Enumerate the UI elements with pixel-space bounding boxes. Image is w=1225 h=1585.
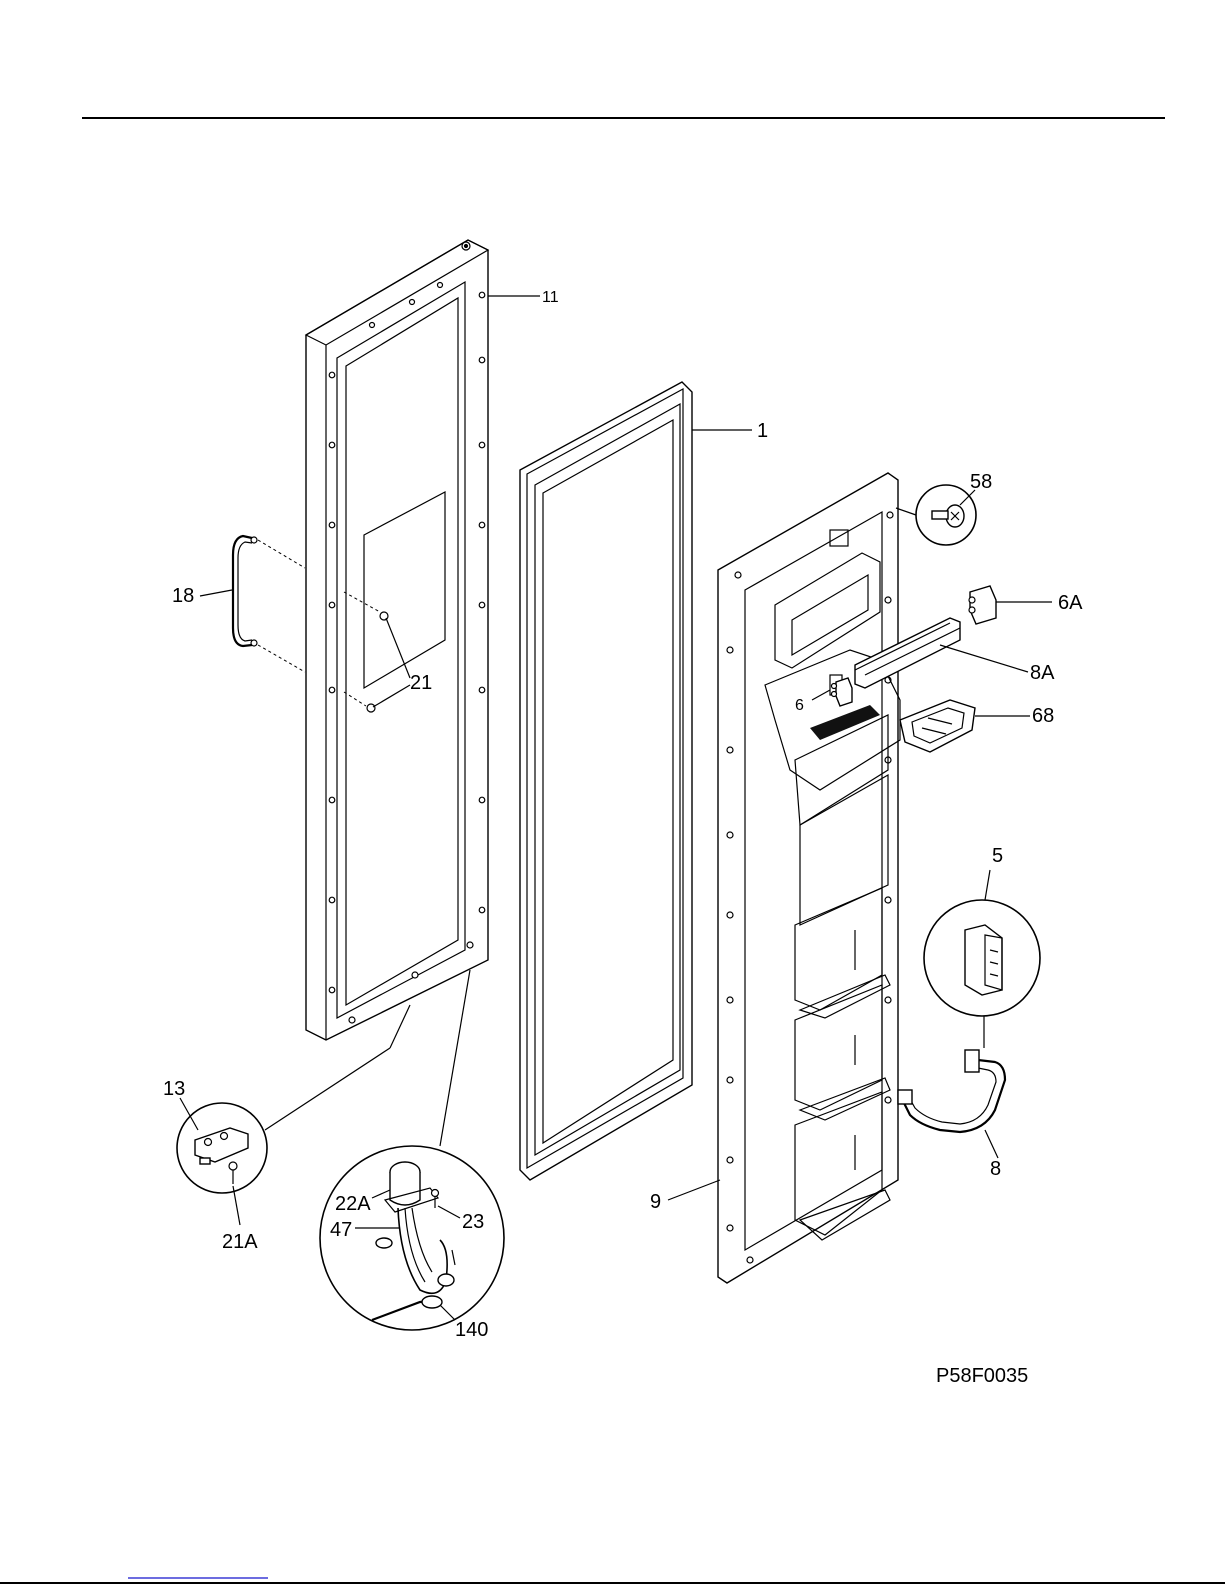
callout-23: 23 <box>462 1211 484 1233</box>
callout-9: 9 <box>650 1191 661 1213</box>
callout-13: 13 <box>163 1078 185 1100</box>
hinge-bracket-part-13 <box>177 1005 410 1193</box>
callout-68: 68 <box>1032 705 1054 727</box>
callout-18: 18 <box>172 585 194 607</box>
callout-6A: 6A <box>1058 592 1083 614</box>
callout-8A: 8A <box>1030 662 1055 684</box>
door-liner-part-9 <box>718 473 900 1283</box>
handle-part-18 <box>233 536 305 672</box>
callout-6: 6 <box>795 697 804 714</box>
callout-140: 140 <box>455 1319 488 1341</box>
callout-47: 47 <box>330 1219 352 1241</box>
callout-58: 58 <box>970 471 992 493</box>
callout-5: 5 <box>992 845 1003 867</box>
bracket-part-5 <box>924 900 1040 1048</box>
callout-22A: 22A <box>335 1193 371 1215</box>
gasket-part-1 <box>520 382 692 1180</box>
drawing-number: P58F0035 <box>936 1365 1028 1387</box>
door-frame-part-11 <box>306 240 488 1040</box>
bin-bracket-part-8 <box>898 1050 1005 1132</box>
dispenser-pad-part-68 <box>900 700 975 752</box>
callout-11: 11 <box>542 289 559 306</box>
callout-8: 8 <box>990 1158 1001 1180</box>
clip-part-6A <box>969 586 996 624</box>
callout-21A: 21A <box>222 1231 258 1253</box>
callout-21: 21 <box>410 672 432 694</box>
callout-1: 1 <box>757 420 768 442</box>
screw-part-58 <box>896 485 976 545</box>
